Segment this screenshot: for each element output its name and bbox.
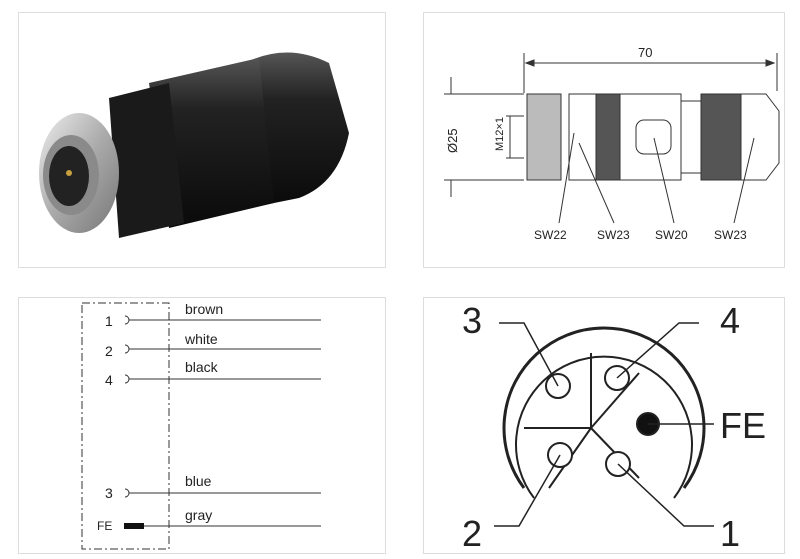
diameter-dimension: Ø25 (445, 128, 460, 153)
pinout-label-2: 2 (462, 513, 482, 553)
pinout-label-fe: FE (720, 405, 766, 446)
wire-color-label: brown (185, 301, 223, 317)
wire-color-label: blue (185, 473, 212, 489)
pinout-panel: 3 4 FE 2 1 (423, 297, 785, 554)
pin-label: 2 (105, 343, 113, 359)
wrench-size-label: SW22 (534, 228, 567, 242)
pinout-diagram: 3 4 FE 2 1 (462, 300, 766, 553)
pinout-label-4: 4 (720, 300, 740, 341)
connector-photo (39, 52, 349, 238)
pin-label: 1 (105, 313, 113, 329)
wire-color-label: white (184, 331, 218, 347)
wiring-diagram-panel: 1 2 4 3 FE brown white black blue gray (18, 297, 386, 554)
thread-dimension: M12×1 (494, 117, 506, 151)
wrench-size-label: SW20 (655, 228, 688, 242)
pinout-label-1: 1 (720, 513, 740, 553)
wrench-size-label: SW23 (714, 228, 747, 242)
pin-label: 4 (105, 372, 113, 388)
wire-color-label: black (185, 359, 219, 375)
dimension-drawing-panel: 70 Ø25 M12×1 SW22 SW23 SW20 SW23 (423, 12, 785, 268)
wrench-size-label: SW23 (597, 228, 630, 242)
wire-color-label: gray (185, 507, 212, 523)
pinout-label-3: 3 (462, 300, 482, 341)
wiring-diagram: 1 2 4 3 FE brown white black blue gray (81, 301, 321, 550)
dimension-drawing: 70 Ø25 M12×1 SW22 SW23 SW20 SW23 (444, 45, 780, 242)
length-dimension: 70 (638, 45, 652, 60)
pin-label: FE (97, 519, 112, 533)
pin-label: 3 (105, 485, 113, 501)
product-photo-panel (18, 12, 386, 268)
